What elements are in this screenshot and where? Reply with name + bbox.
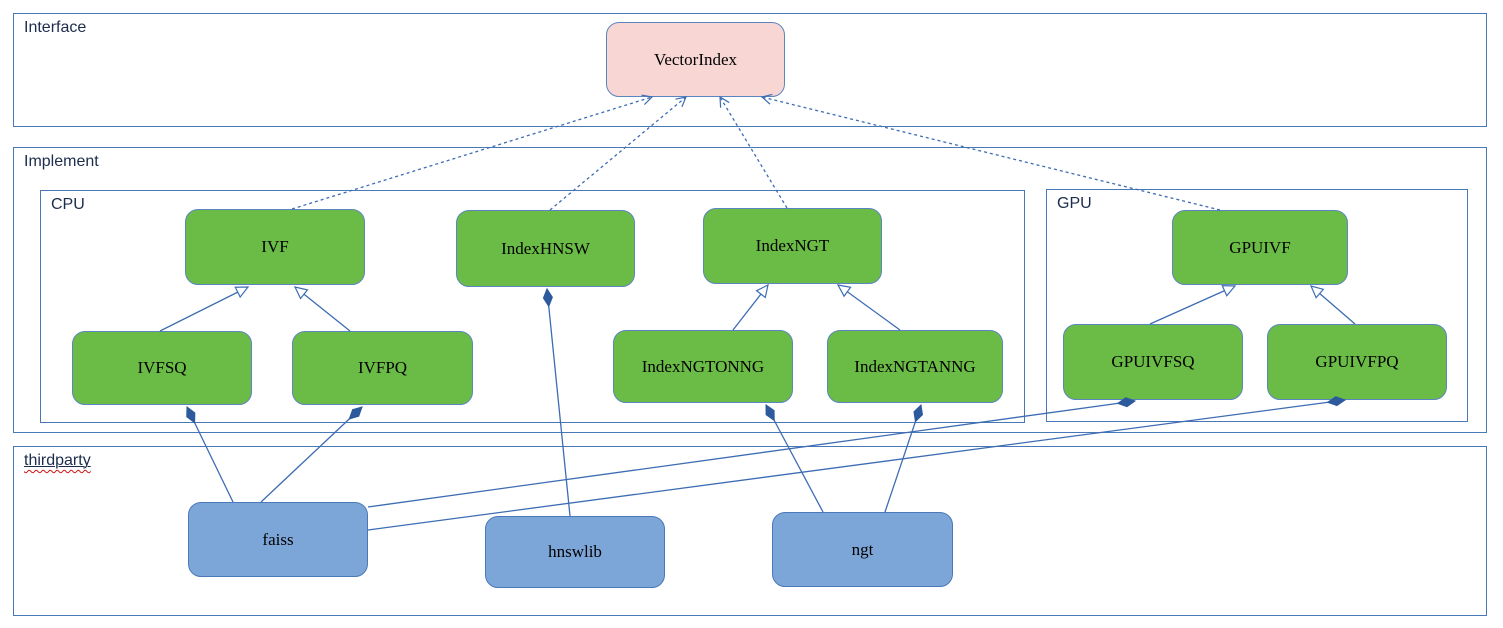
node-label-indexngtonng: IndexNGTONNG [641,356,765,376]
node-ivfpq[interactable]: IVFPQ [292,331,473,405]
container-label-thirdparty: thirdparty [24,452,91,470]
node-indexhnsw[interactable]: IndexHNSW [456,210,635,287]
node-indexngtonng[interactable]: IndexNGTONNG [613,330,793,403]
container-label-gpu: GPU [1057,195,1092,212]
node-label-indexngtanng: IndexNGTANNG [854,356,976,376]
container-label-text-thirdparty: thirdparty [24,452,91,469]
node-label-ivf: IVF [261,237,289,256]
node-ngt[interactable]: ngt [772,512,953,587]
container-label-implement: Implement [24,153,99,170]
node-faiss[interactable]: faiss [188,502,368,577]
node-label-ngt: ngt [851,539,874,559]
node-vectorindex[interactable]: VectorIndex [606,22,785,97]
node-label-gpuivfpq: GPUIVFPQ [1315,352,1399,371]
node-label-faiss: faiss [262,529,294,549]
node-hnswlib[interactable]: hnswlib [485,516,665,588]
node-label-vectorindex: VectorIndex [653,49,738,69]
node-gpuivfpq[interactable]: GPUIVFPQ [1267,324,1447,400]
node-label-ivfpq: IVFPQ [357,358,408,377]
node-indexngtanng[interactable]: IndexNGTANNG [827,330,1003,403]
node-label-hnswlib: hnswlib [548,542,602,561]
node-indexngt[interactable]: IndexNGT [703,208,882,284]
node-gpuivfsq[interactable]: GPUIVFSQ [1063,324,1243,400]
container-label-cpu: CPU [51,196,85,213]
container-label-interface: Interface [24,19,87,36]
node-ivf[interactable]: IVF [185,209,365,285]
node-label-gpuivf: GPUIVF [1229,237,1291,257]
node-label-indexngt: IndexNGT [755,236,830,255]
node-ivfsq[interactable]: IVFSQ [72,331,252,405]
node-gpuivf[interactable]: GPUIVF [1172,210,1348,285]
node-label-gpuivfsq: GPUIVFSQ [1111,352,1195,371]
node-label-indexhnsw: IndexHNSW [501,238,590,258]
node-label-ivfsq: IVFSQ [137,358,187,377]
